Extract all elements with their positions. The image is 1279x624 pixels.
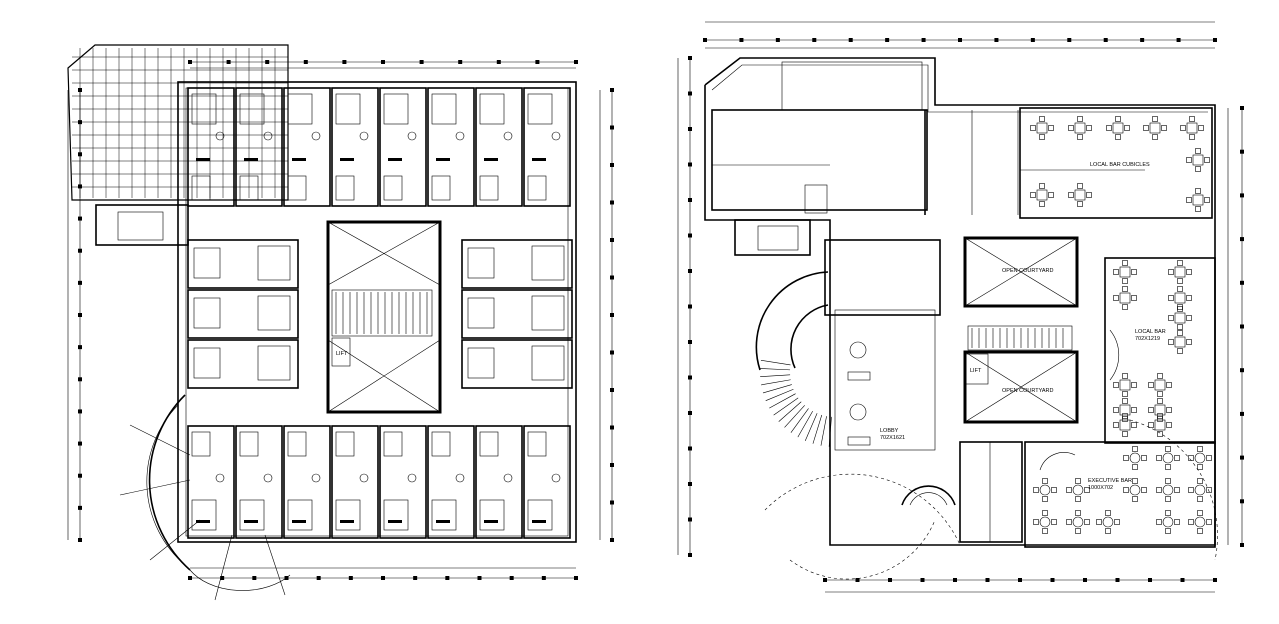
local-bar-cubicles-label: LOCAL BAR CUBICLES xyxy=(1090,162,1150,168)
left-floor-plan xyxy=(67,44,614,601)
lobby-label: LOBBY xyxy=(880,428,899,434)
top-guest-rooms xyxy=(187,87,571,207)
central-core xyxy=(326,220,442,414)
left-outer-wall xyxy=(177,81,577,543)
left-dimension-lines xyxy=(67,60,614,580)
lift-left-label: LIFT xyxy=(336,351,348,357)
executive-bar-size: 1000X702 xyxy=(1088,485,1113,491)
right-floor-plan: LOCAL BAR CUBICLES OPEN COURTYARD OPEN C… xyxy=(336,21,1244,593)
curved-terrace xyxy=(119,394,291,601)
local-bar-label: LOCAL BAR xyxy=(1135,329,1166,335)
local-bar: LOCAL BAR 702X1219 xyxy=(1104,257,1216,444)
open-courtyard-upper-label: OPEN COURTYARD xyxy=(1002,268,1053,274)
executive-bar-label: EXECUTIVE BAR xyxy=(1088,478,1132,484)
right-dimension-lines xyxy=(677,21,1244,593)
bottom-guest-rooms xyxy=(187,425,571,539)
curved-staircase xyxy=(755,271,832,447)
local-bar-cubicles: LOCAL BAR CUBICLES xyxy=(1019,107,1213,219)
lobby: LOBBY 702X1621 xyxy=(824,239,956,506)
lobby-size: 702X1621 xyxy=(880,435,905,441)
open-courtyards: OPEN COURTYARD OPEN COURTYARD LIFT xyxy=(963,236,1079,424)
side-guest-rooms xyxy=(187,239,573,389)
local-bar-size: 702X1219 xyxy=(1135,336,1160,342)
left-staircase xyxy=(95,204,189,246)
lift-right-label: LIFT xyxy=(970,368,982,374)
open-courtyard-lower-label: OPEN COURTYARD xyxy=(1002,388,1053,394)
executive-bar: EXECUTIVE BAR 1000X702 xyxy=(1024,441,1216,548)
